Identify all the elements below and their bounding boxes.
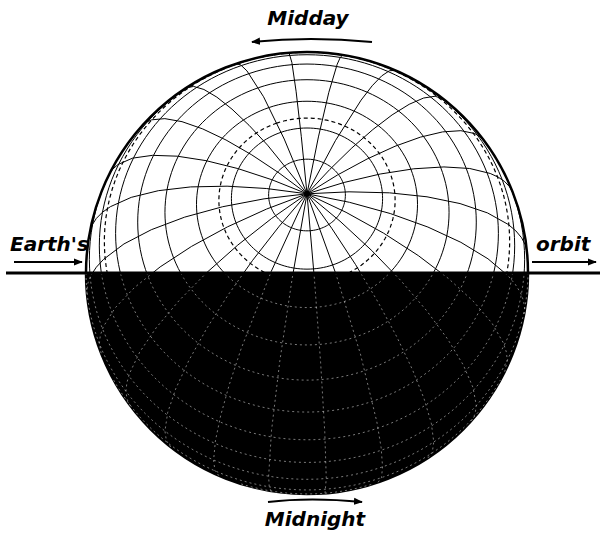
label: Earth's	[10, 234, 89, 254]
orbit-arrow	[532, 261, 596, 263]
label: Midday	[267, 8, 348, 28]
label: orbit	[536, 234, 590, 254]
north-pole	[304, 191, 310, 197]
orbit-arrow	[14, 261, 82, 263]
dashed-parallel	[104, 52, 509, 273]
night-hemisphere	[86, 273, 528, 494]
rotation-arrow	[252, 39, 372, 42]
graticule	[86, 273, 528, 494]
day-hemisphere	[86, 52, 528, 273]
dashed-parallel	[219, 118, 395, 273]
label: Midnight	[265, 509, 365, 529]
orbit-line	[6, 272, 600, 275]
rotation-arrow	[268, 500, 362, 503]
graticule	[86, 53, 528, 273]
